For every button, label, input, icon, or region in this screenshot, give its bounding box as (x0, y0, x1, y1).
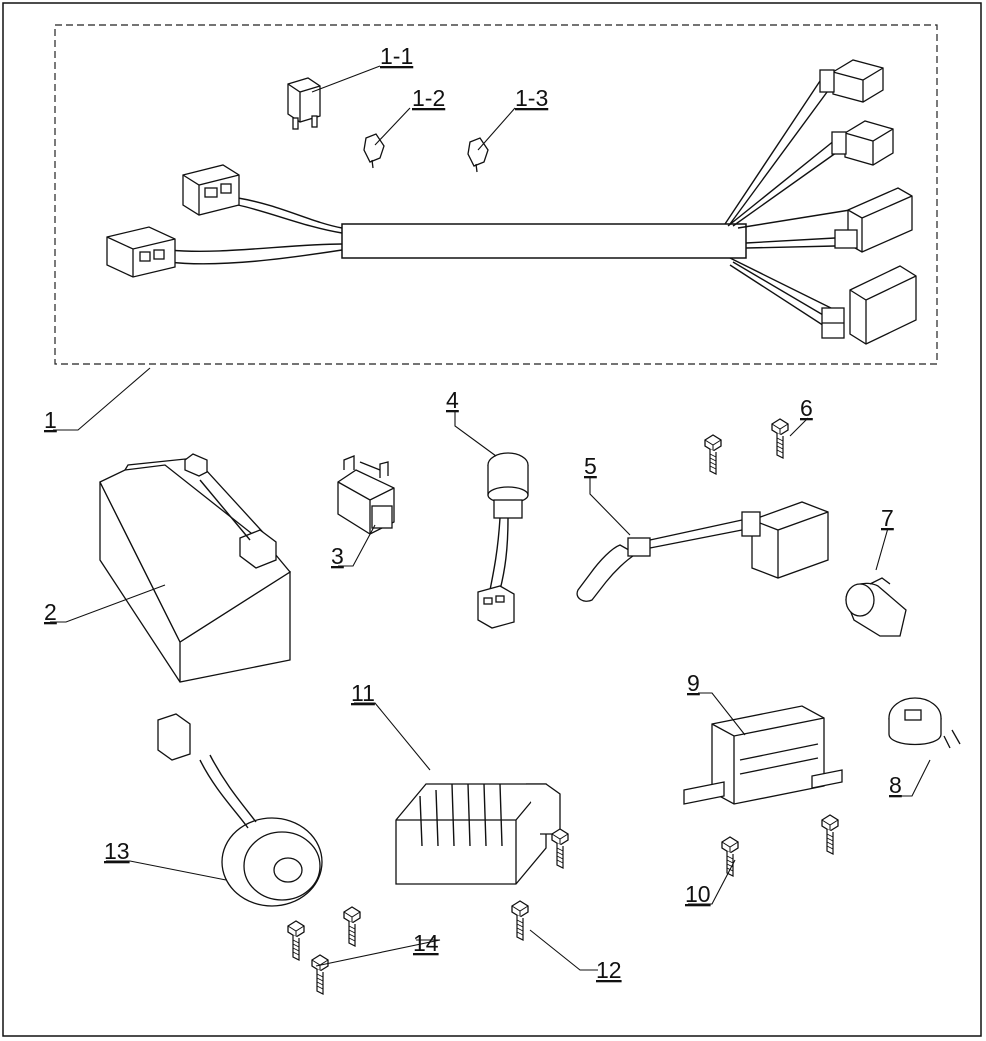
bolt-12a (551, 828, 569, 869)
bolt-10b (821, 814, 839, 855)
callout-10: 10 (685, 881, 711, 907)
callout-1-2: 1-2 (412, 85, 445, 111)
leader-lines (50, 65, 931, 971)
harness-connector-a (182, 164, 240, 216)
callout-3: 3 (331, 543, 344, 569)
callout-1-3: 1-3 (515, 85, 548, 111)
wiring-harness (106, 59, 917, 345)
bolt-6b (771, 418, 789, 459)
battery (99, 453, 291, 683)
callout-12: 12 (596, 957, 622, 983)
callout-8: 8 (889, 772, 902, 798)
harness-connector-e (834, 187, 913, 253)
harness-connector-b (106, 226, 176, 278)
ignition-coil (576, 501, 829, 602)
harness-connector-c (819, 59, 884, 103)
ignition-switch (888, 697, 961, 749)
bolt-14c (311, 954, 329, 995)
cdi-unit (683, 705, 843, 805)
starter-relay (337, 455, 395, 535)
callout-5: 5 (584, 453, 597, 479)
voltage-regulator (395, 783, 561, 885)
harness-group-box (54, 24, 938, 365)
indicator-lamp (845, 577, 907, 637)
callout-7: 7 (881, 505, 894, 531)
harness-connector-d (831, 120, 894, 166)
bolt-14b (343, 906, 361, 947)
fuse-b (467, 137, 489, 173)
callout-6: 6 (800, 395, 813, 421)
relay (287, 77, 321, 130)
callout-4: 4 (446, 387, 459, 413)
temperature-sensor (477, 452, 529, 629)
callout-11: 11 (351, 680, 375, 706)
bolt-6a (704, 434, 722, 475)
bolt-14a (287, 920, 305, 961)
bolt-12b (511, 900, 529, 941)
callout-13: 13 (104, 838, 130, 864)
horn (157, 713, 323, 907)
callout-2: 2 (44, 599, 57, 625)
harness-connector-f (821, 265, 917, 345)
callout-1: 1 (44, 407, 57, 433)
callout-1-1: 1-1 (380, 43, 413, 69)
callout-14: 14 (413, 930, 439, 956)
callout-9: 9 (687, 670, 700, 696)
